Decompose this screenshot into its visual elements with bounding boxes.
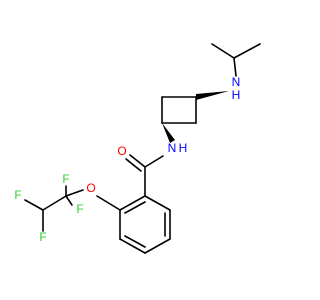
bond-carbonyl-o-1 [129,154,146,168]
fluorine-top-label: F [62,172,69,186]
benzene-bond-1 [119,195,146,211]
bond-cf2-chf2 [42,195,67,211]
benzene-bond-4 [144,238,171,254]
bond-carbonyl-o-2 [125,158,142,172]
bond-ring-ether-o [96,195,121,211]
bond-ether-o-cf2 [65,189,84,197]
bond-isopropyl-n [233,57,237,77]
fluorine-left-label: F [14,188,21,202]
molecule-structure: N H N H O O F F F F [14,43,261,254]
bond-amide-n-carbonyl [144,155,164,168]
wedge-amide-bond [162,123,175,143]
amide-h-label: H [179,141,188,155]
benzene-bond-6 [144,195,171,211]
benzene-inner-2 [124,235,146,248]
amine-h-label: H [232,88,241,102]
fluorine-bottom-label: F [39,230,46,244]
bond-isopropyl-methyl-1 [211,43,235,59]
ether-o-label: O [86,181,95,195]
bond-cf2-f-right [65,195,73,206]
wedge-amine-bond [196,91,229,100]
benzene-inner-1 [124,201,146,214]
amine-n-label: N [232,75,241,89]
amide-n-label: N [168,141,177,155]
bond-isopropyl-methyl-2 [233,43,261,59]
carbonyl-o-label: O [117,144,126,158]
bond-chf2-f-left [24,199,44,211]
benzene-bond-3 [119,238,146,254]
fluorine-right-label: F [76,202,83,216]
